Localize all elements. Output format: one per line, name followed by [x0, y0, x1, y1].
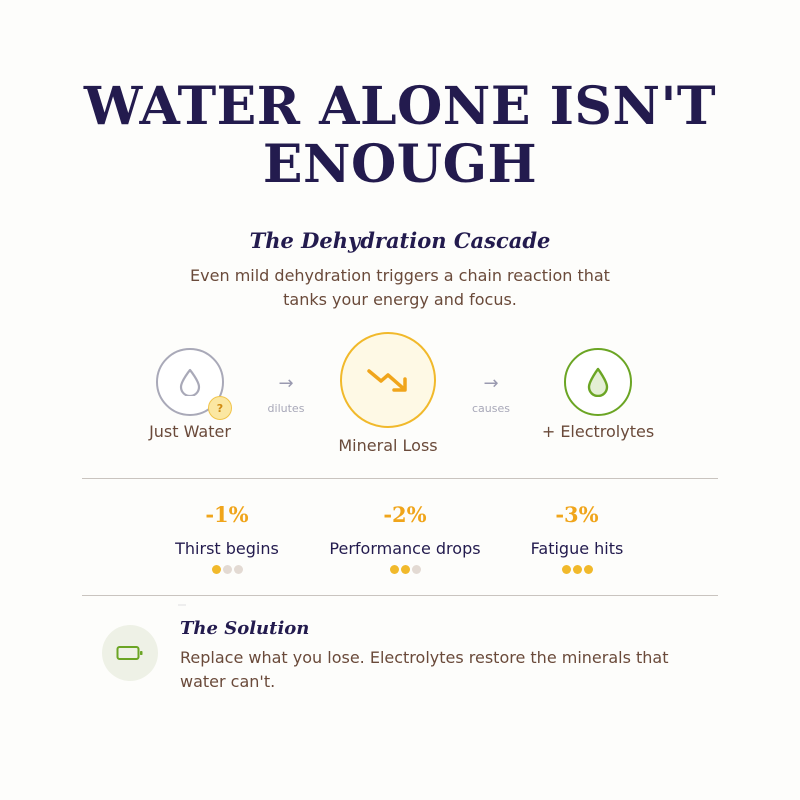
severity-dot-empty [233, 565, 243, 574]
divider [82, 595, 718, 596]
question-badge: ? [208, 396, 232, 420]
cascade-node-electrolytes: + Electrolytes [533, 348, 663, 441]
just-water-circle: ? [156, 348, 232, 420]
stat-item: -3% Fatigue hits [477, 502, 677, 574]
page-title-line2: ENOUGH [262, 134, 538, 195]
stat-label: Performance drops [329, 539, 481, 558]
severity-dots [477, 565, 677, 574]
divider [82, 478, 718, 479]
electrolytes-circle [564, 348, 632, 416]
page-title: WATER ALONE ISN'T ENOUGH [0, 78, 800, 194]
solution-icon-badge [102, 625, 158, 681]
section-subtitle: The Dehydration Cascade [249, 228, 551, 253]
stat-label: Thirst begins [175, 539, 279, 558]
page-title-line1: WATER ALONE ISN'T [83, 76, 717, 137]
arrow-right-icon: → [278, 373, 294, 394]
cascade-node-label: + Electrolytes [541, 422, 655, 441]
mineral-loss-circle [340, 332, 436, 428]
cascade-arrow-dilutes: → dilutes [251, 373, 321, 416]
severity-dot-filled [389, 565, 399, 574]
cascade-arrow-causes: → causes [456, 373, 526, 416]
severity-dot-filled [561, 565, 571, 574]
cascade-node-label: Just Water [149, 422, 231, 441]
stat-percent: -1% [205, 502, 249, 527]
solution-text: Replace what you lose. Electrolytes rest… [180, 648, 669, 691]
severity-dot-empty [222, 565, 232, 574]
stat-item: -2% Performance drops [305, 502, 505, 574]
severity-dot-filled [211, 565, 221, 574]
severity-dot-filled [583, 565, 593, 574]
stat-label: Fatigue hits [530, 539, 624, 558]
cascade-node-mineral-loss: Mineral Loss [318, 332, 458, 455]
decorative-mark [178, 604, 186, 606]
severity-dots [127, 565, 327, 574]
intro-line2: tanks your energy and focus. [283, 290, 517, 309]
severity-dots [305, 565, 505, 574]
stat-percent: -3% [555, 502, 599, 527]
cascade-node-just-water: ? Just Water [130, 348, 250, 441]
battery-icon [116, 646, 143, 660]
severity-dot-filled [400, 565, 410, 574]
arrow-label: dilutes [267, 402, 305, 415]
stat-item: -1% Thirst begins [127, 502, 327, 574]
arrow-label: causes [472, 402, 510, 415]
solution-title: The Solution [180, 618, 310, 639]
intro-text: Even mild dehydration triggers a chain r… [170, 264, 630, 312]
arrow-right-icon: → [483, 373, 499, 394]
intro-line1: Even mild dehydration triggers a chain r… [190, 266, 610, 285]
cascade-node-label: Mineral Loss [338, 436, 438, 455]
trending-down-arrow-icon [367, 369, 407, 392]
water-drop-icon [179, 368, 201, 396]
severity-dot-filled [572, 565, 582, 574]
filled-drop-icon [587, 367, 609, 397]
severity-dot-empty [411, 565, 421, 574]
stat-percent: -2% [383, 502, 427, 527]
